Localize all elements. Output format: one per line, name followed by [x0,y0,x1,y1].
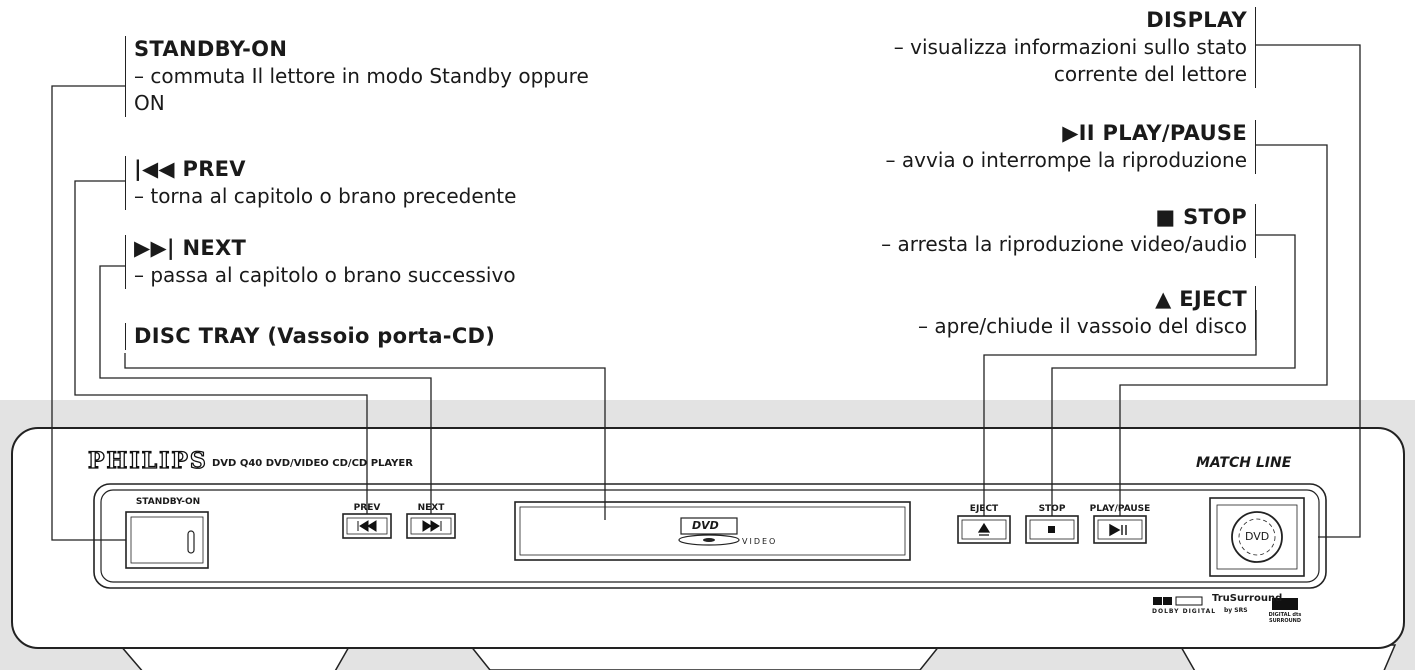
stop-glyph-icon: ■ [1155,205,1176,229]
playpause-button-label: PLAY/PAUSE [1089,504,1151,514]
prev-button-label: PREV [353,503,381,513]
tray-video-label: VIDEO [742,537,778,546]
matchline-logo: MATCH LINE [1196,455,1292,471]
playpause-glyph-icon: ▶II [1062,121,1095,145]
callout-next: ▶▶| NEXT – passa al capitolo o brano suc… [125,235,694,289]
callout-display-desc-1: – visualizza informazioni sullo stato [893,35,1247,59]
prev-glyph-icon: |◀◀ [134,157,175,181]
callout-next-desc: – passa al capitolo o brano successivo [134,263,516,287]
callout-display-title: DISPLAY [1146,8,1247,32]
tray-dvd-label: DVD [692,519,719,532]
callout-playpause-desc: – avvia o interrompe la riproduzione [885,148,1247,172]
callout-stop-desc: – arresta la riproduzione video/audio [881,232,1247,256]
callout-disc-tray: DISC TRAY (Vassoio porta-CD) [125,323,694,350]
callout-display: DISPLAY – visualizza informazioni sullo … [647,7,1256,88]
callout-standby: STANDBY-ON – commuta Il lettore in modo … [125,36,694,117]
callout-prev: |◀◀ PREV – torna al capitolo o brano pre… [125,156,694,210]
callout-next-title: NEXT [182,236,247,260]
next-glyph-icon: ▶▶| [134,236,175,260]
eject-glyph-icon: ▲ [1155,287,1172,311]
callout-eject-title: EJECT [1179,287,1247,311]
callout-eject-desc: – apre/chiude il vassoio del disco [917,314,1247,338]
callout-display-desc-2: corrente del lettore [1053,62,1247,86]
brand-logo: PHILIPS [87,447,208,474]
callout-standby-desc-1: – commuta Il lettore in modo Standby opp… [134,64,589,88]
callout-eject: ▲ EJECT – apre/chiude il vassoio del dis… [647,286,1256,340]
standby-button-label: STANDBY-ON [135,497,201,507]
stop-button-label: STOP [1038,504,1066,514]
callout-standby-title: STANDBY-ON [134,37,288,61]
callout-standby-desc-2: ON [134,91,165,115]
callout-prev-desc: – torna al capitolo o brano precedente [134,184,517,208]
callout-playpause-title: PLAY/PAUSE [1102,121,1247,145]
srs-label: by SRS [1224,607,1248,614]
callout-playpause: ▶II PLAY/PAUSE – avvia o interrompe la r… [647,120,1256,174]
callout-prev-title: PREV [182,157,246,181]
next-button-label: NEXT [417,503,445,513]
callout-tray-title: DISC TRAY (Vassoio porta-CD) [134,324,496,348]
dts-label: DIGITAL dts SURROUND [1268,612,1302,624]
dolby-label: DOLBY DIGITAL [1152,608,1217,615]
backdrop [0,400,1415,670]
callout-stop: ■ STOP – arresta la riproduzione video/a… [647,204,1256,258]
trusurround-label: TruSurround [1212,593,1283,604]
model-name: DVD Q40 DVD/VIDEO CD/CD PLAYER [212,458,413,469]
callout-stop-title: STOP [1183,205,1247,229]
display-dvd-label: DVD [1245,530,1270,543]
eject-button-label: EJECT [969,504,999,514]
